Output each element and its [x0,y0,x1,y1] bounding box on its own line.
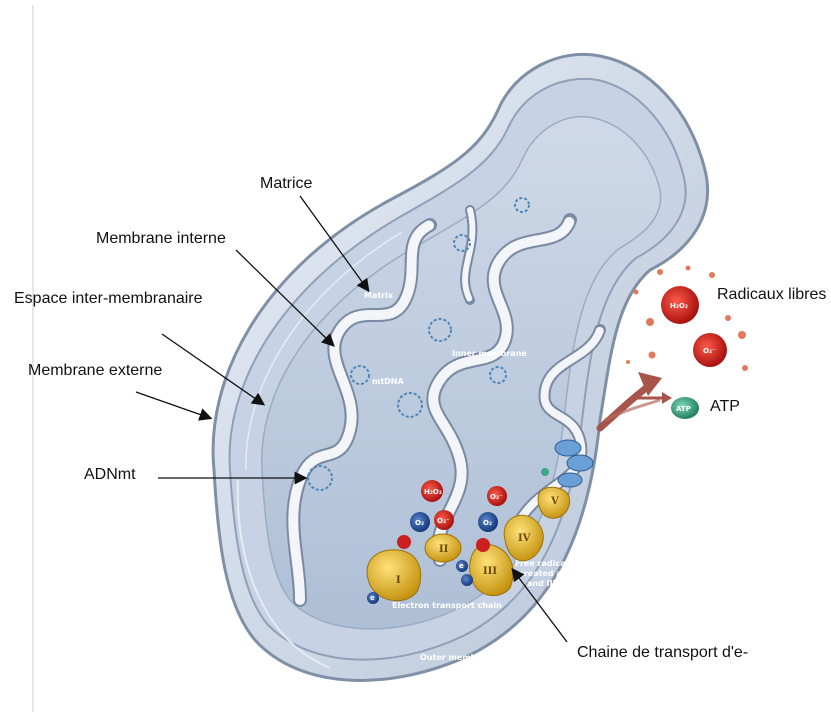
h2o2-molecule-label: H₂O₂ [424,488,442,496]
label-espace-inter-membranaire: Espace inter-membranaire [14,290,203,308]
etc-inner-label: Electron transport chain [392,601,502,610]
free-radicals-line3: and III [527,579,556,588]
proton-plus-1 [397,535,411,549]
label-membrane-externe: Membrane externe [28,362,162,380]
o2-minus-big-label: O₂⁻ [703,347,716,355]
label-chaine-transport: Chaine de transport d'e- [577,644,748,662]
h2o2-big-label: H₂O₂ [670,302,688,310]
outer-membrane-inner-label: Outer membrane [420,653,497,662]
label-atp: ATP [710,398,740,416]
electron-2-label: e [459,562,464,570]
complex-iii-label: III [483,566,497,577]
output-arrow [600,372,662,428]
inner-membrane-inner-label: Inner membrane [452,349,527,358]
proton-plus-2 [476,538,490,552]
complex-ii-label: II [439,544,449,555]
label-matrice: Matrice [260,175,312,193]
electron-1-label: e [370,594,375,602]
label-membrane-interne: Membrane interne [96,230,226,248]
complex-v-label: V [550,496,559,507]
o2-molecule-2-label: O₂ [483,519,492,527]
electron-3 [461,574,473,586]
label-adnmt: ADNmt [84,466,136,484]
label-radicaux-libres: Radicaux libres [717,286,826,304]
free-radicals-line2: created at I [519,569,571,578]
o2-molecule-1-label: O₂ [415,519,424,527]
complex-iv-label: IV [518,533,531,544]
small-atp-dot [541,468,549,476]
mtdna-inner-label: mtDNA [372,377,404,386]
complex-i-label: I [396,575,401,586]
matrix-inner-label: Matrix [364,291,394,300]
o2-minus-molecule-1-label: O₂⁻ [437,517,450,525]
atp-big-label: ATP [676,405,691,413]
o2-minus-molecule-2-label: O₂⁻ [490,493,503,501]
